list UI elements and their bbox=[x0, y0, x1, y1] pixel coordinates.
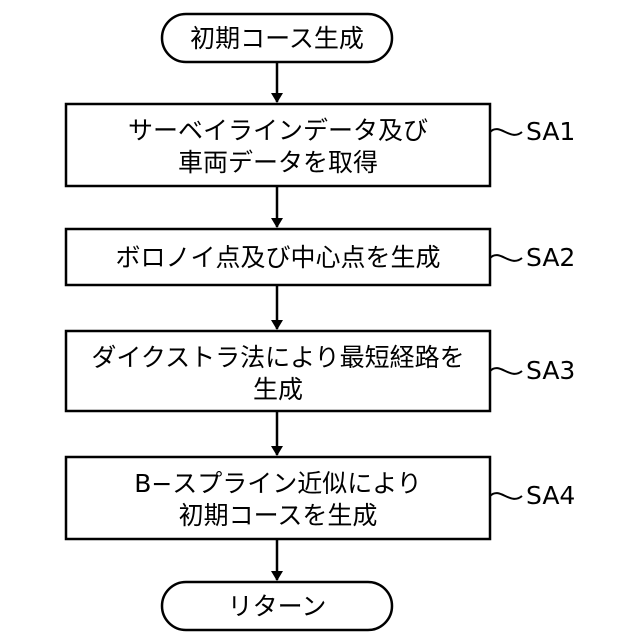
step-sa2-tag: SA2 bbox=[526, 243, 575, 272]
step-sa3-line2: 生成 bbox=[253, 375, 303, 404]
sa3-leader bbox=[490, 368, 522, 374]
step-sa2: ボロノイ点及び中心点を生成 bbox=[66, 229, 490, 285]
step-sa3: ダイクストラ法により最短経路を 生成 bbox=[66, 331, 490, 411]
step-sa4-line1: B−スプライン近似により bbox=[134, 469, 422, 498]
step-sa3-tag: SA3 bbox=[526, 356, 575, 385]
step-sa4-tag: SA4 bbox=[526, 481, 575, 510]
step-sa4: B−スプライン近似により 初期コースを生成 bbox=[66, 457, 490, 539]
end-terminal: リターン bbox=[162, 582, 392, 630]
sa1-leader bbox=[490, 129, 522, 135]
sa4-leader bbox=[490, 493, 522, 499]
sa2-leader bbox=[490, 255, 522, 261]
start-label: 初期コース生成 bbox=[190, 24, 364, 53]
step-sa2-line1: ボロノイ点及び中心点を生成 bbox=[115, 243, 440, 272]
step-sa1-line2: 車両データを取得 bbox=[178, 148, 378, 177]
step-sa1-line1: サーベイラインデータ及び bbox=[128, 116, 428, 145]
end-label: リターン bbox=[228, 592, 327, 621]
step-sa1: サーベイラインデータ及び 車両データを取得 bbox=[66, 104, 490, 186]
start-terminal: 初期コース生成 bbox=[162, 14, 392, 62]
step-sa3-line1: ダイクストラ法により最短経路を bbox=[91, 343, 464, 372]
step-sa1-tag: SA1 bbox=[526, 117, 575, 146]
step-sa4-line2: 初期コースを生成 bbox=[179, 501, 378, 530]
